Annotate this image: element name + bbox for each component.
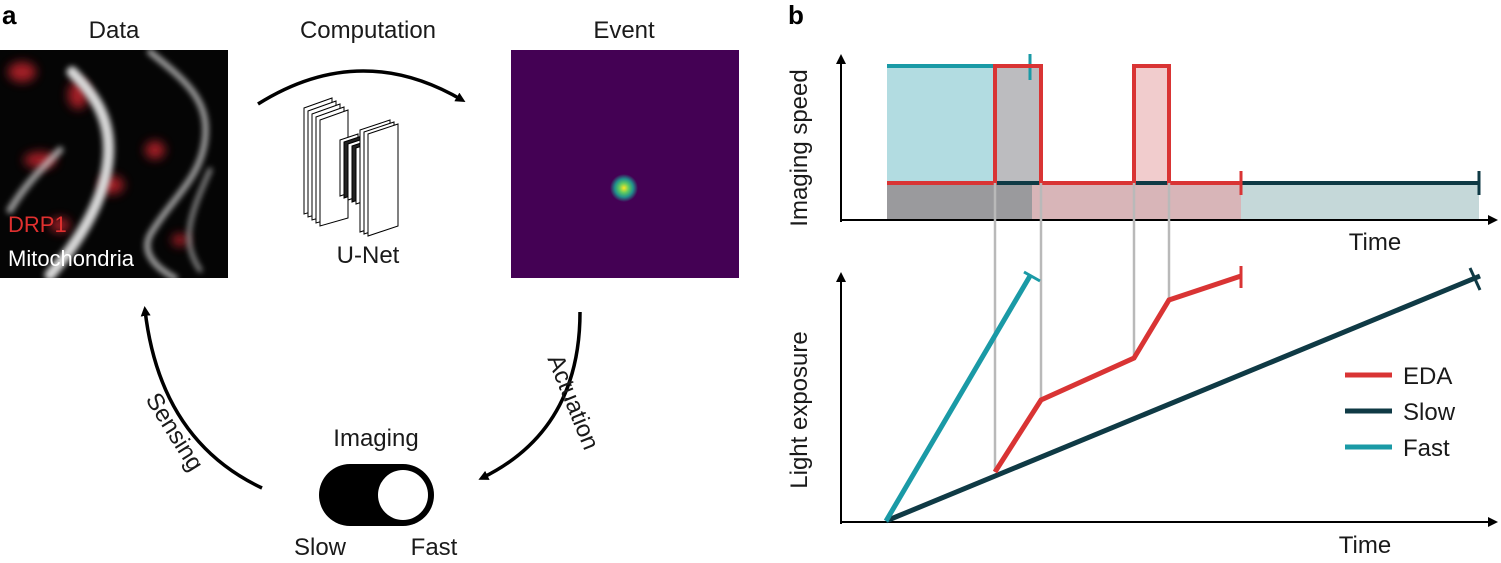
legend-eda-label: EDA [1403, 363, 1452, 390]
unet-icon [303, 97, 399, 237]
drp1-label: DRP1 [8, 212, 67, 237]
speed-ylabel: Imaging speed [786, 69, 813, 226]
speed-xlabel: Time [1349, 229, 1401, 256]
exposure-xlabel: Time [1339, 532, 1391, 558]
actuation-arrow [478, 311, 582, 480]
exposure-slow-line [885, 273, 1481, 524]
legend-slow-label: Slow [1403, 399, 1456, 426]
exposure-eda-line [992, 273, 1242, 474]
mitochondria-label: Mitochondria [8, 246, 135, 271]
speed-eda-line [887, 64, 1241, 185]
panel-b-letter: b [788, 0, 804, 30]
actuation-label: Actuation [542, 351, 605, 454]
imaging-toggle[interactable] [319, 464, 434, 526]
sensing-arrow [140, 306, 263, 490]
speed-fills [887, 66, 1479, 220]
connector-lines [993, 183, 1171, 472]
data-title: Data [89, 17, 140, 44]
legend: EDA Slow Fast [1345, 363, 1456, 462]
sensing-label: Sensing [140, 388, 209, 476]
imaging-label: Imaging [333, 425, 418, 452]
exposure-lines [883, 266, 1482, 524]
fast-label: Fast [411, 534, 458, 558]
computation-title: Computation [300, 17, 436, 44]
exposure-fast-line [883, 274, 1033, 523]
exposure-ylabel: Light exposure [786, 331, 813, 488]
legend-fast-label: Fast [1403, 435, 1450, 462]
event-title: Event [593, 17, 655, 44]
event-spot [610, 174, 638, 202]
computation-arrow [257, 69, 466, 106]
microscopy-image [0, 50, 228, 278]
panel-a-letter: a [2, 0, 17, 30]
unet-label: U-Net [337, 242, 400, 269]
speed-lines [887, 54, 1481, 195]
event-image [511, 50, 739, 278]
slow-label: Slow [294, 534, 347, 558]
